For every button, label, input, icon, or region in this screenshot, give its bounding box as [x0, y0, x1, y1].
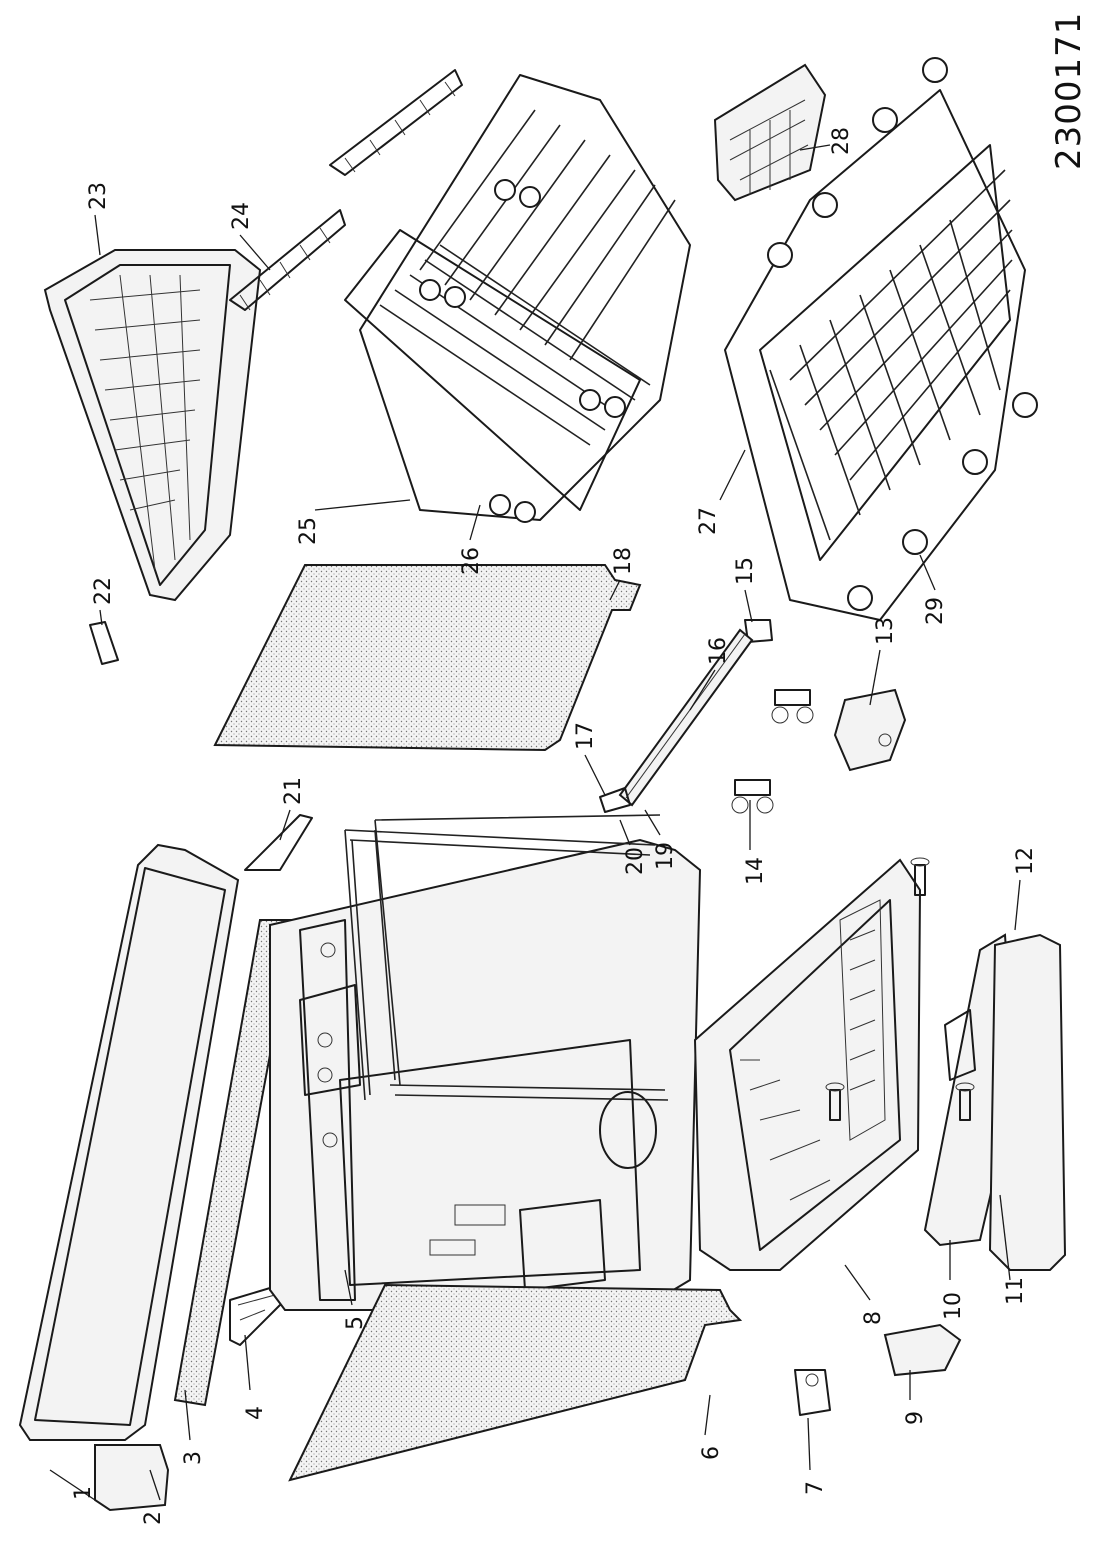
plinth-cover	[988, 933, 1067, 1271]
screws	[825, 857, 975, 1121]
cutlery-basket	[713, 63, 827, 202]
bracket-plate	[833, 688, 907, 772]
callout-19: 19	[653, 842, 678, 870]
door-outer-panel	[18, 843, 240, 1441]
cup-racks	[229, 69, 463, 311]
upper-basket	[344, 74, 691, 521]
door-bottom-piece	[94, 1444, 170, 1512]
callout-3: 3	[181, 1451, 206, 1465]
lower-basket-wheels	[767, 57, 1038, 611]
base-frame	[693, 858, 922, 1271]
callout-9: 9	[903, 1411, 928, 1425]
inlet-valve	[794, 1369, 831, 1416]
lower-basket	[724, 89, 1026, 621]
callout-21: 21	[281, 777, 306, 805]
document-number: 2300171	[1049, 12, 1089, 170]
callout-leaders	[49, 144, 1021, 1501]
small-clip	[599, 787, 631, 813]
callout-10: 10	[941, 1292, 966, 1320]
callout-18: 18	[611, 547, 636, 575]
callout-11: 11	[1003, 1277, 1028, 1305]
side-bracket	[244, 814, 313, 871]
callout-6: 6	[699, 1446, 724, 1460]
door-rollers	[731, 689, 814, 814]
callout-23: 23	[86, 182, 111, 210]
door-gaskets	[344, 814, 669, 1101]
trim-strip	[618, 628, 754, 807]
callout-labels: 1 2 3 4 5 6 7 8 9 10 11 12 13 14 15 16 1…	[71, 127, 1038, 1525]
tub-side-panel	[288, 1283, 743, 1482]
small-plate	[883, 1323, 962, 1377]
callout-24: 24	[229, 202, 254, 230]
callout-13: 13	[873, 617, 898, 645]
callout-2: 2	[141, 1511, 166, 1525]
tub-body	[269, 838, 702, 1311]
callout-8: 8	[861, 1311, 886, 1325]
upper-basket-wheels	[419, 179, 626, 523]
callout-26: 26	[459, 547, 484, 575]
callout-17: 17	[573, 722, 598, 750]
callout-25: 25	[296, 517, 321, 545]
callout-15: 15	[733, 557, 758, 585]
callout-12: 12	[1013, 847, 1038, 875]
callout-29: 29	[923, 597, 948, 625]
callout-1: 1	[71, 1486, 96, 1500]
callout-14: 14	[743, 857, 768, 885]
callout-5: 5	[343, 1316, 368, 1330]
callout-27: 27	[696, 507, 721, 535]
cutlery-tray	[43, 249, 262, 602]
tub-side-panel-right	[213, 564, 642, 752]
small-fitting	[89, 621, 119, 665]
callout-4: 4	[243, 1406, 268, 1420]
callout-16: 16	[706, 637, 731, 665]
callout-20: 20	[623, 847, 648, 875]
callout-7: 7	[803, 1481, 828, 1495]
callout-22: 22	[91, 577, 116, 605]
callout-28: 28	[829, 127, 854, 155]
